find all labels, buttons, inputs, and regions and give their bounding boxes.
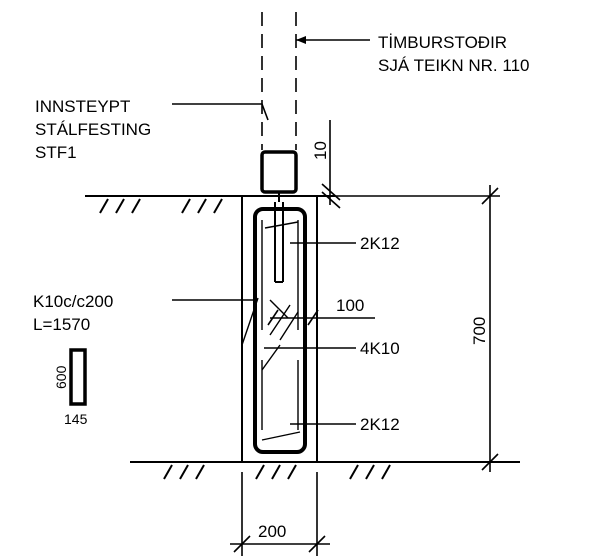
insert-leader bbox=[172, 103, 269, 121]
rebar-details bbox=[241, 220, 301, 441]
cover-dimension bbox=[267, 309, 375, 326]
gap-dim-label: 10 bbox=[311, 141, 330, 160]
width-dimension bbox=[230, 472, 330, 556]
stirrup-label-line2: L=1570 bbox=[33, 315, 90, 334]
insert-label-line3: STF1 bbox=[35, 143, 77, 162]
width-dim-label: 200 bbox=[258, 522, 286, 541]
ground-bottom bbox=[130, 461, 520, 480]
rebar-bottom-label: 2K12 bbox=[360, 415, 400, 434]
timber-label-line2: SJÁ TEIKN NR. 110 bbox=[378, 56, 529, 75]
stirrup bbox=[253, 207, 307, 454]
gap-dimension bbox=[321, 120, 341, 209]
rebar-top-label: 2K12 bbox=[360, 234, 400, 253]
stirrup-shape-width: 145 bbox=[64, 411, 88, 427]
timber-label-line1: TİMBURSTOÐIR bbox=[378, 33, 507, 52]
timber-leader bbox=[296, 36, 370, 44]
anchor-rod bbox=[274, 202, 284, 283]
stirrup-shape-height: 600 bbox=[53, 365, 69, 389]
height-dim-label: 700 bbox=[470, 317, 489, 345]
ground-top bbox=[85, 195, 335, 214]
insert-label-line1: INNSTEYPT bbox=[35, 97, 130, 116]
stirrup-shape-detail bbox=[69, 348, 87, 406]
insert-label-line2: STÁLFESTING bbox=[35, 120, 151, 139]
height-dimension bbox=[332, 185, 500, 472]
steel-bracket bbox=[260, 150, 298, 202]
footing-outline bbox=[241, 195, 318, 463]
timber-post bbox=[261, 12, 297, 150]
stirrup-label-line1: K10c/c200 bbox=[33, 292, 113, 311]
cover-dim-label: 100 bbox=[336, 296, 364, 315]
rebar-mid-label: 4K10 bbox=[360, 339, 400, 358]
